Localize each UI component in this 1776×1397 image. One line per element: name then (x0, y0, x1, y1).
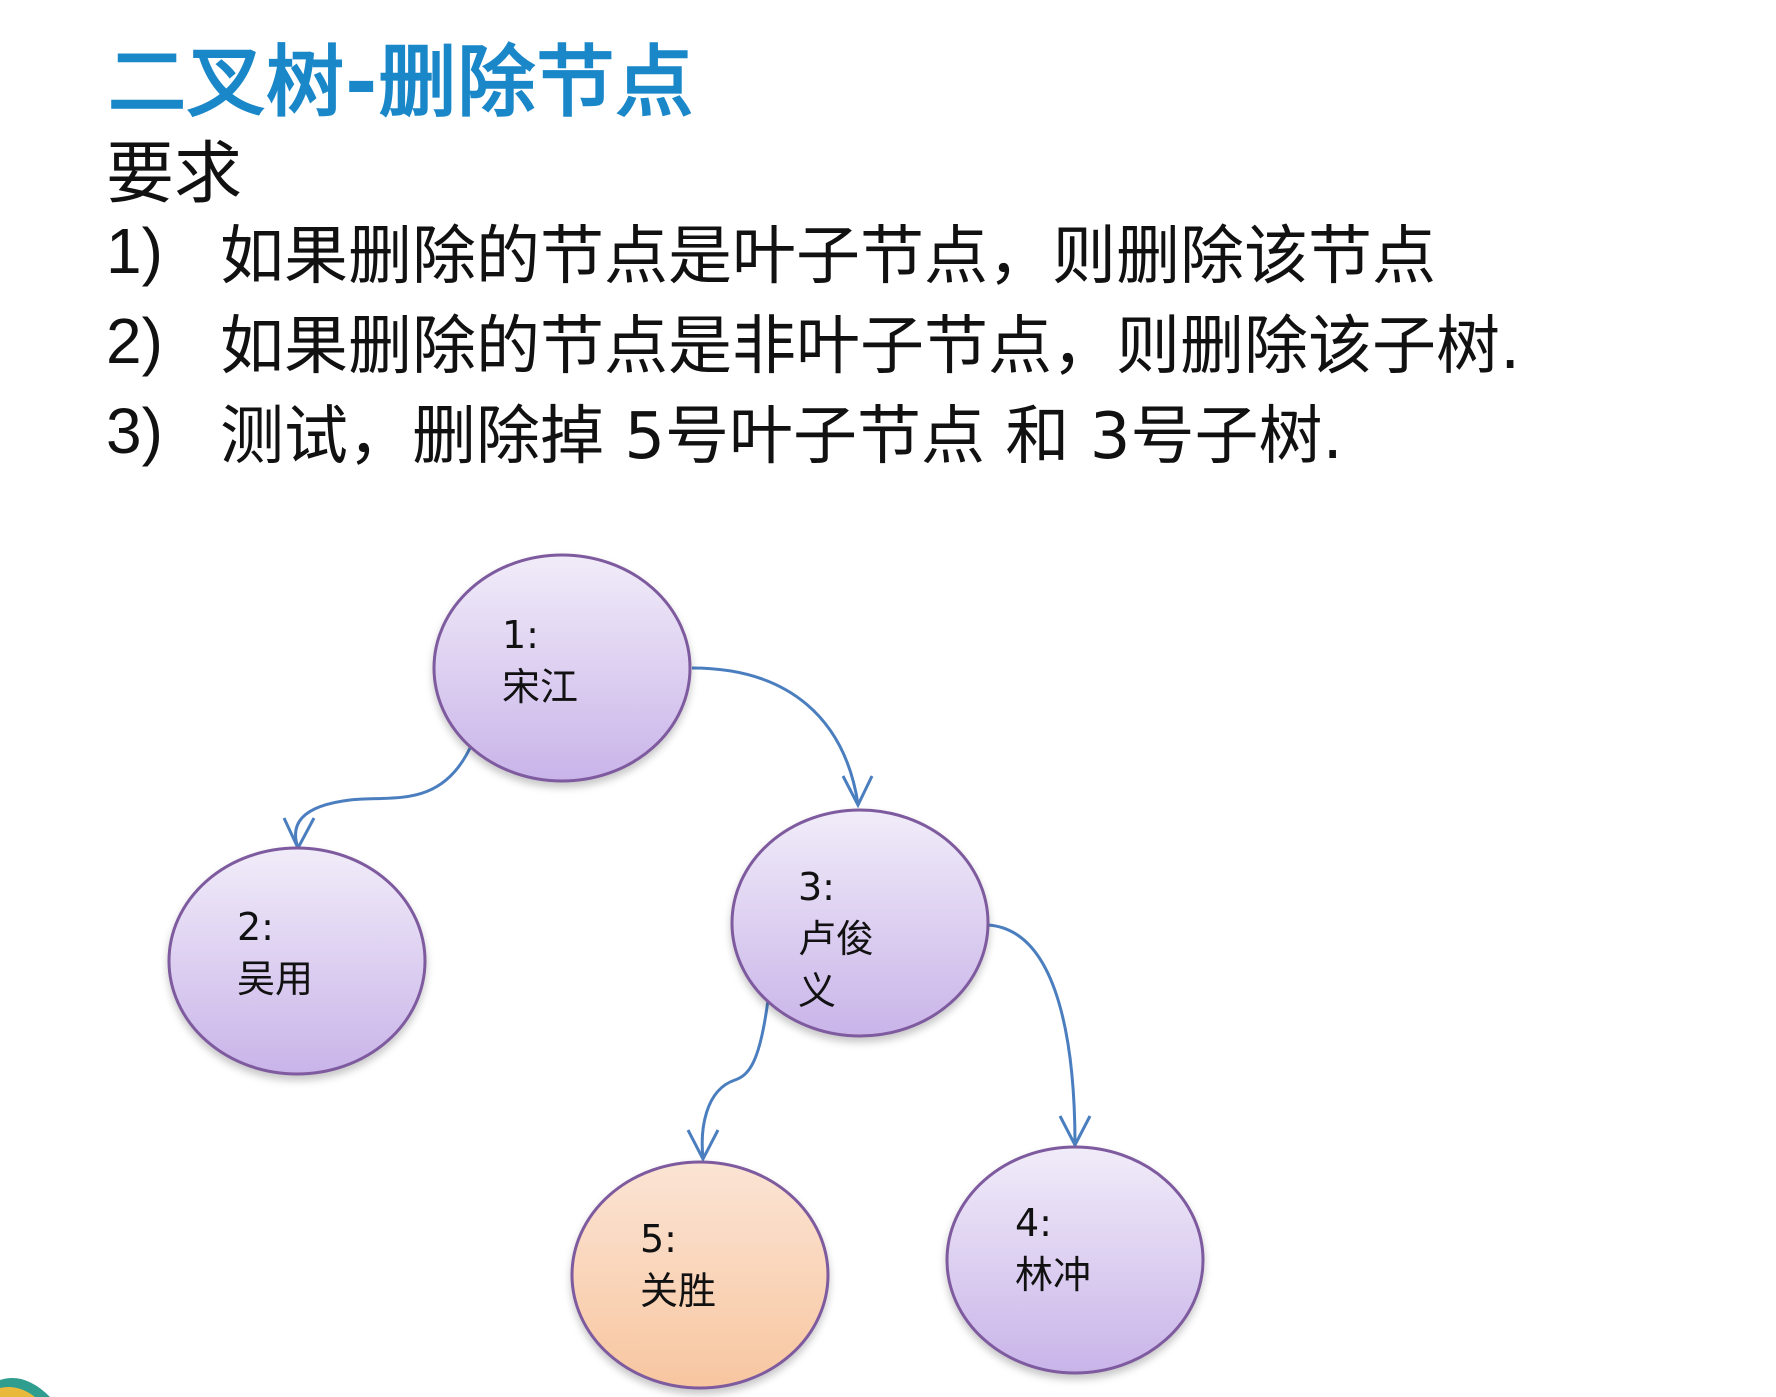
requirement-text: 测试，删除掉 5号叶子节点 和 3号子树. (220, 400, 1343, 474)
node-3-ellipse (730, 808, 990, 1038)
tree-node-5: 5: 关胜 (570, 1160, 830, 1390)
requirement-item: 1) 如果删除的节点是叶子节点，则删除该节点 (106, 206, 1520, 296)
node-3-name-line2: 义 (798, 969, 836, 1013)
node-2-ellipse (167, 846, 427, 1076)
node-1-name: 宋江 (502, 665, 578, 709)
tree-edges (282, 666, 1092, 1163)
corner-swoosh-gold (0, 1387, 35, 1397)
page-title: 二叉树-删除节点 (108, 38, 695, 128)
requirement-item: 3) 测试，删除掉 5号叶子节点 和 3号子树. (106, 386, 1520, 476)
tree-node-4: 4: 林冲 (945, 1145, 1205, 1375)
node-1-ellipse (432, 553, 692, 783)
requirements-heading: 要求 (106, 135, 243, 214)
node-4-ellipse (945, 1145, 1205, 1375)
node-3-id: 3: (798, 865, 835, 909)
requirement-item: 2) 如果删除的节点是非叶子节点，则删除该子树. (106, 296, 1520, 386)
tree-node-3: 3: 卢俊 义 (730, 808, 990, 1038)
requirement-text: 如果删除的节点是叶子节点，则删除该节点 (220, 220, 1436, 294)
requirement-number: 2) (106, 305, 163, 377)
requirement-text: 如果删除的节点是非叶子节点，则删除该子树. (220, 310, 1521, 384)
tree-node-1: 1: 宋江 (432, 553, 692, 783)
requirements-list: 1) 如果删除的节点是叶子节点，则删除该节点 2) 如果删除的节点是非叶子节点，… (106, 206, 1520, 476)
edge-3-to-5 (686, 999, 770, 1163)
node-3-name-line1: 卢俊 (798, 917, 874, 961)
corner-decoration (0, 1378, 50, 1397)
edge-3-to-4 (987, 923, 1092, 1149)
node-4-name: 林冲 (1015, 1253, 1091, 1297)
edge-1-to-2 (282, 747, 472, 852)
tree-node-2: 2: 吴用 (167, 846, 427, 1076)
node-5-id: 5: (640, 1217, 677, 1261)
requirement-number: 3) (106, 395, 163, 467)
node-5-ellipse (570, 1160, 830, 1390)
node-4-id: 4: (1015, 1201, 1052, 1245)
node-1-id: 1: (502, 613, 539, 657)
edge-1-to-3 (691, 666, 874, 809)
node-2-id: 2: (237, 905, 274, 949)
node-5-name: 关胜 (640, 1269, 716, 1313)
node-2-name: 吴用 (237, 957, 313, 1001)
requirement-number: 1) (106, 215, 163, 287)
